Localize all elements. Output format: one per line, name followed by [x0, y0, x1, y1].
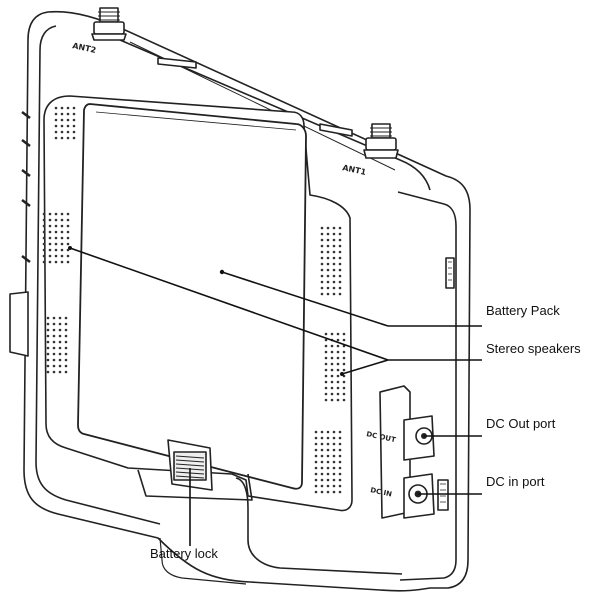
speaker-grille-left — [42, 106, 76, 374]
stereo-speakers-label: Stereo speakers — [486, 341, 581, 356]
callout-lines — [68, 246, 482, 546]
battery-lock-label: Battery lock — [150, 546, 218, 561]
battery-pack-panel — [77, 103, 307, 490]
antenna-connector-left — [91, 7, 127, 41]
dc-out-port-label: DC Out port — [486, 416, 556, 431]
speaker-grille-right — [314, 226, 346, 494]
battery-pack-label: Battery Pack — [486, 303, 560, 318]
antenna-connector-right — [363, 123, 399, 159]
dc-in-port-label: DC in port — [486, 474, 545, 489]
right-side-slot-lower — [437, 479, 449, 511]
right-side-slot-upper — [445, 257, 455, 289]
left-side-tab — [9, 291, 29, 357]
device-inner-rim — [35, 25, 457, 581]
